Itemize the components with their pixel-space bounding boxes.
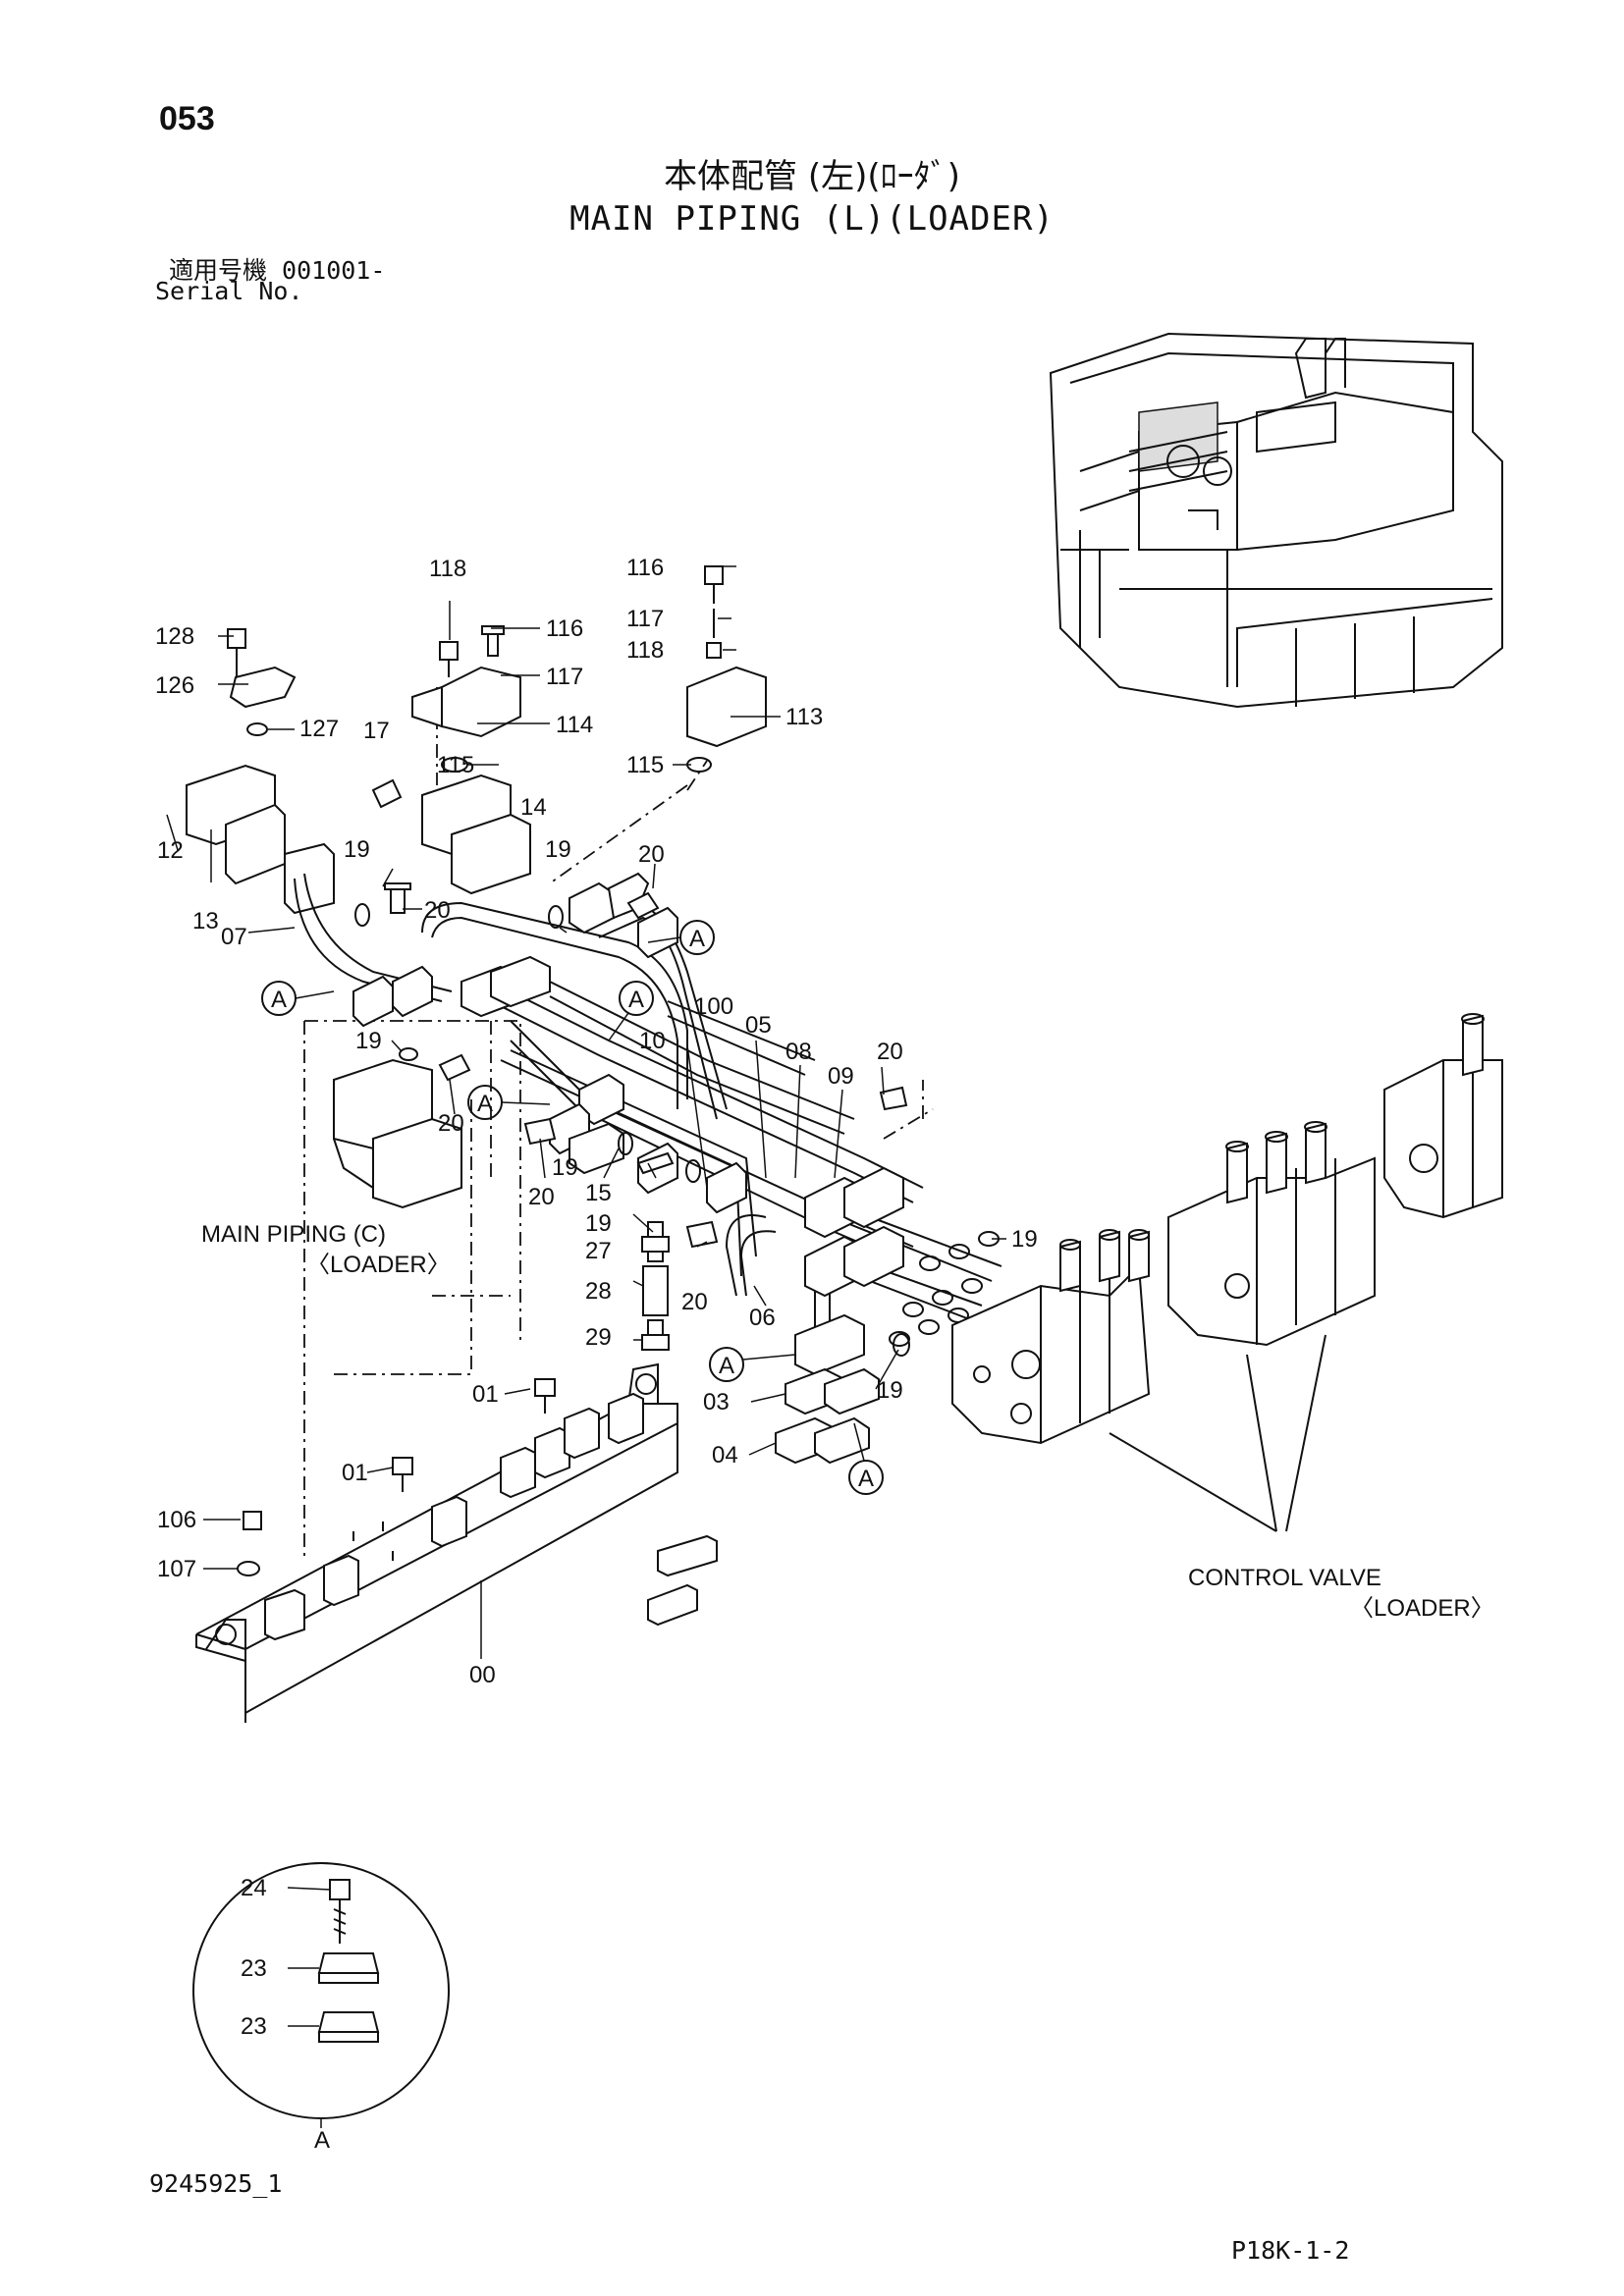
callout-23-b: 23 <box>241 2013 267 2040</box>
callout-14: 14 <box>520 794 547 821</box>
callout-07: 07 <box>221 924 247 950</box>
ref-marker-a-5-label: A <box>719 1353 734 1379</box>
callout-29: 29 <box>585 1324 612 1351</box>
callout-128: 128 <box>155 623 194 650</box>
label-detail-a: A <box>314 2127 330 2154</box>
serial-label-english: Serial No. <box>155 277 303 305</box>
callout-118: 118 <box>429 556 466 582</box>
callout-113: 113 <box>785 704 823 730</box>
callout-19-g: 19 <box>877 1377 903 1404</box>
view-a-markers[interactable]: A A A A A A <box>261 920 884 1495</box>
callout-19-f: 19 <box>1011 1226 1038 1253</box>
callout-126: 126 <box>155 672 194 699</box>
callout-100: 100 <box>694 993 733 1020</box>
callout-05: 05 <box>745 1012 772 1039</box>
callout-15: 15 <box>585 1180 612 1206</box>
mounting-bracket <box>195 1362 678 1723</box>
callout-20-a: 20 <box>424 897 451 924</box>
callout-19-e: 19 <box>585 1210 612 1237</box>
callout-19-d: 19 <box>552 1154 578 1181</box>
ref-marker-a-3-label: A <box>628 987 644 1013</box>
callout-28: 28 <box>585 1278 612 1305</box>
callout-19-a: 19 <box>344 836 370 863</box>
callout-27: 27 <box>585 1238 612 1264</box>
callout-08: 08 <box>785 1039 812 1065</box>
ref-marker-a-2-label: A <box>689 926 705 952</box>
page-number: 053 <box>159 100 215 137</box>
callout-20-f: 20 <box>681 1289 708 1315</box>
leader-lines <box>303 687 934 1561</box>
callout-01-b: 01 <box>342 1460 368 1486</box>
bolts <box>227 565 908 1576</box>
callout-10: 10 <box>639 1028 666 1054</box>
ref-marker-a-5 <box>709 1347 744 1382</box>
label-main-piping-c: MAIN PIPING (C) <box>201 1221 386 1248</box>
ref-marker-a-6 <box>848 1460 884 1495</box>
part-callouts[interactable]: 118 116 117 114 115 116 117 118 113 115 … <box>155 555 1038 2040</box>
label-control-valve-sub: 〈LOADER〉 <box>1350 1595 1494 1622</box>
callout-118-b: 118 <box>626 637 664 664</box>
label-control-valve: CONTROL VALVE <box>1188 1565 1381 1591</box>
callout-20-e: 20 <box>528 1184 555 1210</box>
title-english: MAIN PIPING (L)(LOADER) <box>569 199 1055 239</box>
assembly-labels: MAIN PIPING (C) 〈LOADER〉 CONTROL VALVE 〈… <box>201 1221 1494 2154</box>
callout-19-b: 19 <box>545 836 571 863</box>
callout-00: 00 <box>469 1662 496 1688</box>
callout-23-a: 23 <box>241 1955 267 1982</box>
title-japanese: 本体配管 (左)(ﾛｰﾀﾞ) <box>664 157 960 196</box>
callout-01-a: 01 <box>472 1381 499 1408</box>
callout-116-b: 116 <box>626 555 664 581</box>
control-valve-assemblies <box>951 1013 1503 1532</box>
callout-117: 117 <box>546 664 583 690</box>
callout-12: 12 <box>157 837 184 864</box>
ref-marker-a-6-label: A <box>858 1466 874 1492</box>
callout-24: 24 <box>241 1875 267 1901</box>
callout-107: 107 <box>157 1556 196 1582</box>
callout-115: 115 <box>437 752 474 778</box>
page-code: P18K-1-2 <box>1231 2236 1350 2265</box>
callout-20-b: 20 <box>638 841 665 868</box>
callout-17: 17 <box>363 718 390 744</box>
machine-overview-illustration <box>1049 332 1503 709</box>
callout-115-b: 115 <box>626 752 664 778</box>
serial-label-japanese: 適用号機 001001- <box>169 256 386 285</box>
detail-a-view <box>192 1862 450 2128</box>
callout-20-d: 20 <box>877 1039 903 1065</box>
callout-04: 04 <box>712 1442 738 1468</box>
callout-117-b: 117 <box>626 606 664 632</box>
callout-leaders <box>166 565 1006 2027</box>
callout-116: 116 <box>546 615 583 642</box>
callout-106: 106 <box>157 1507 196 1533</box>
callout-20-c: 20 <box>438 1110 464 1137</box>
ref-marker-a-1-label: A <box>271 987 287 1013</box>
callout-09: 09 <box>828 1063 854 1090</box>
document-id: 9245925_1 <box>149 2169 283 2198</box>
label-main-piping-c-sub: 〈LOADER〉 <box>306 1252 451 1278</box>
ref-marker-a-4-label: A <box>477 1091 493 1117</box>
callout-13: 13 <box>192 908 219 934</box>
callout-127: 127 <box>299 716 339 742</box>
ref-marker-a-3 <box>619 981 654 1016</box>
callout-06: 06 <box>749 1305 776 1331</box>
callout-03: 03 <box>703 1389 730 1415</box>
piping-blocks <box>186 666 767 1209</box>
callout-114: 114 <box>556 712 593 738</box>
callout-19-c: 19 <box>355 1028 382 1054</box>
